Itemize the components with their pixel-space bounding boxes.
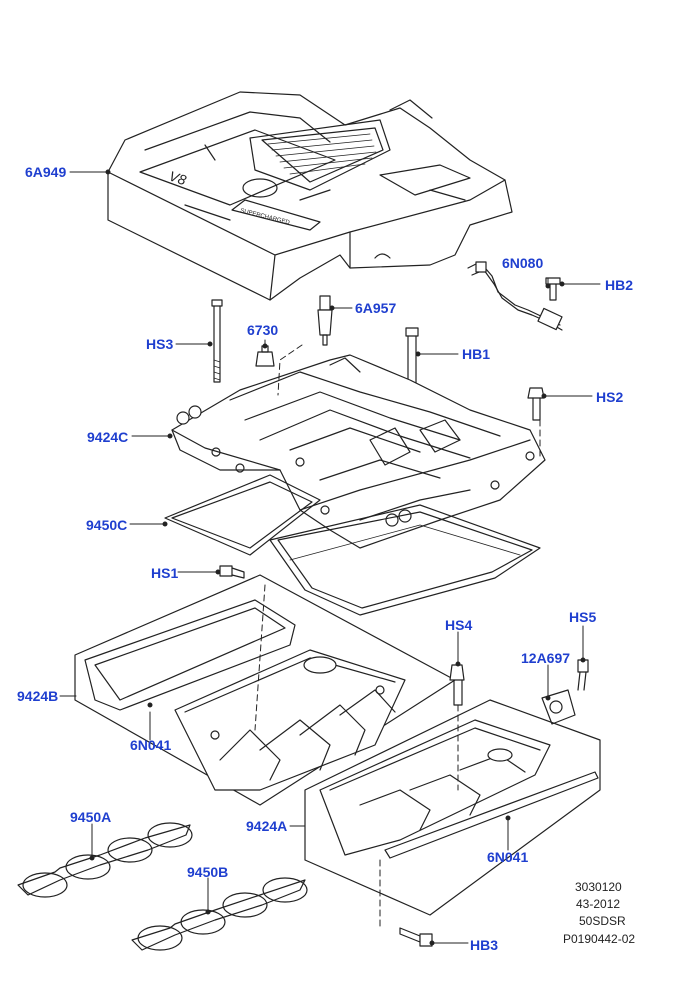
reference-line-2: 43-2012 [576,897,621,911]
reference-line-1: 3030120 [575,880,622,894]
callout-hs4: HS4 [445,617,473,633]
callout-9424c: 9424C [87,429,129,445]
fasteners-top [211,295,545,421]
callout-9424b: 9424B [17,688,59,704]
callout-hs5: HS5 [569,609,597,625]
callout-6n041-left: 6N041 [130,737,172,753]
wiring-harness [467,261,563,331]
callout-6730: 6730 [247,322,279,338]
callout-9450b: 9450B [187,864,229,880]
callout-hb1: HB1 [462,346,491,362]
callout-9450a: 9450A [70,809,112,825]
leader-lines [59,169,601,946]
callout-9450c: 9450C [86,517,128,533]
reference-line-4: P0190442-02 [563,932,636,946]
cover-v8-text: V8 [167,168,188,189]
callout-hs3: HS3 [146,336,174,352]
callout-hb2: HB2 [605,277,634,293]
lower-intake-box-9424a [304,699,601,916]
reference-line-3: 50SDSR [579,914,626,928]
callout-6a949: 6A949 [25,164,67,180]
upper-intake-manifold [171,354,546,549]
callout-hs1: HS1 [151,565,179,581]
alignment-lines [254,344,541,931]
callout-12a697: 12A697 [521,650,571,666]
fastener-hs1 [219,565,245,579]
callout-hb3: HB3 [470,937,499,953]
intake-gaskets-9450a [17,822,193,898]
callout-9424a: 9424A [246,818,288,834]
callout-6a957: 6A957 [355,300,397,316]
engine-cover [107,91,513,301]
fastener-hs4 [449,664,465,706]
intake-gaskets-9450b [131,877,308,951]
callout-6n041-right: 6N041 [487,849,529,865]
callout-hs2: HS2 [596,389,624,405]
intake-gasket-9450c [164,474,541,616]
lower-intake-box-9424b [74,574,456,806]
fastener-hb3 [399,927,433,947]
callout-6n080: 6N080 [502,255,544,271]
sensor-12a697 [541,659,589,725]
